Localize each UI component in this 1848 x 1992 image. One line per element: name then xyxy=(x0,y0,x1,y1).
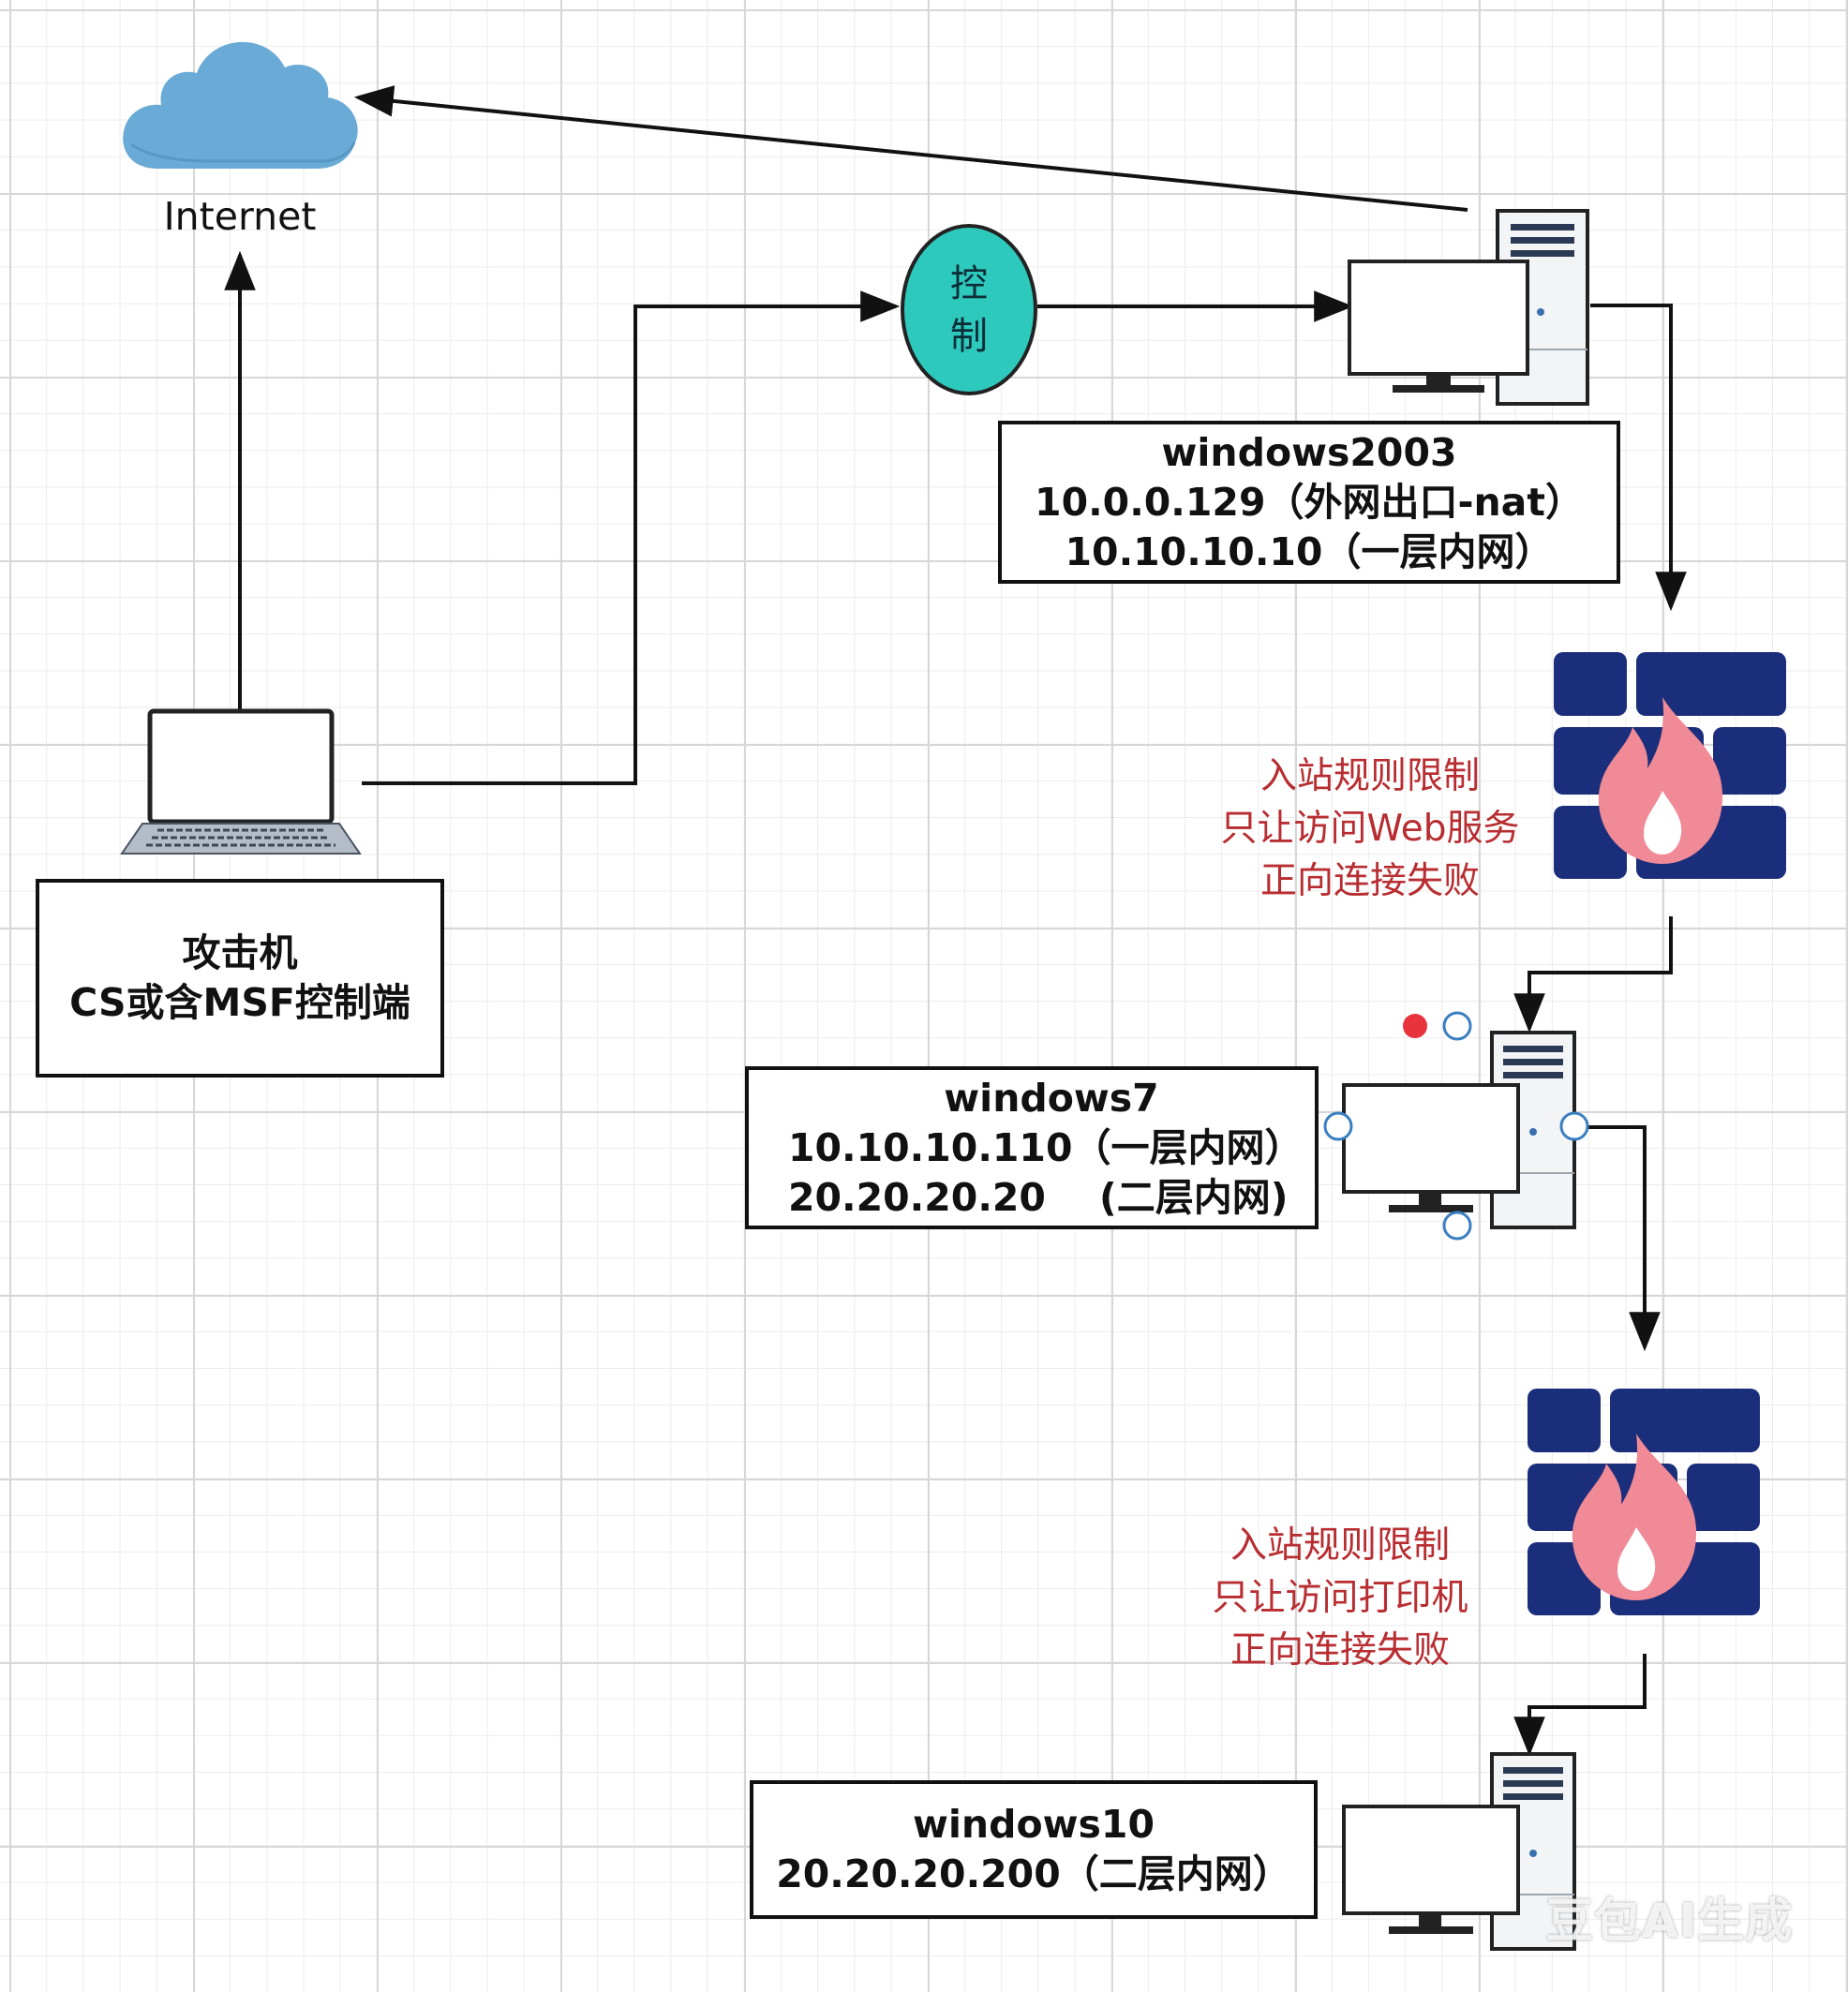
win2003-hostname: windows2003 xyxy=(1161,429,1457,475)
watermark: 豆包AI生成 xyxy=(1546,1894,1794,1948)
control-node[interactable]: 控 制 xyxy=(901,224,1037,395)
firewall1-note-line3: 正向连接失败 xyxy=(1259,860,1480,902)
arrow-win2003-to-internet xyxy=(353,85,1468,212)
firewall-icon xyxy=(1554,652,1786,879)
arrow-firewall1-to-win7 xyxy=(1513,916,1673,1033)
win7-info-box: windows7 10.10.10.110（一层内网） 20.20.20.20 … xyxy=(745,1066,1319,1229)
control-label-line2: 制 xyxy=(950,314,988,358)
attacker-title: 攻击机 xyxy=(182,930,298,975)
arrow-win2003-to-firewall1 xyxy=(1590,304,1687,612)
arrow-attacker-to-control xyxy=(362,290,901,785)
arrow-firewall2-to-win10 xyxy=(1513,1654,1647,1757)
win7-hostname: windows7 xyxy=(944,1075,1159,1121)
attacker-subtitle: CS或含MSF控制端 xyxy=(69,980,410,1025)
win10-ip: 20.20.20.200（二层内网） xyxy=(776,1851,1291,1896)
firewall2-note-line2: 只让访问打印机 xyxy=(1212,1577,1468,1619)
win10-hostname: windows10 xyxy=(913,1802,1155,1847)
control-label-line1: 控 xyxy=(950,261,988,305)
win2003-info-box: windows2003 10.0.0.129（外网出口-nat） 10.10.1… xyxy=(998,421,1620,584)
desktop-computer-icon[interactable] xyxy=(1346,209,1591,406)
desktop-computer-icon[interactable] xyxy=(1340,1752,1586,1953)
firewall1-note-line2: 只让访问Web服务 xyxy=(1220,808,1520,850)
win2003-ip-external: 10.0.0.129（外网出口-nat） xyxy=(1035,479,1584,525)
win7-ip-layer1: 10.10.10.110（一层内网） xyxy=(788,1124,1304,1170)
win7-ip-layer2: 20.20.20.20 (二层内网) xyxy=(788,1174,1289,1220)
firewall2-note: 入站规则限制 只让访问打印机 正向连接失败 xyxy=(1153,1520,1528,1677)
internet-label: Internet xyxy=(163,194,317,239)
win10-info-box: windows10 20.20.20.200（二层内网） xyxy=(750,1780,1318,1919)
arrow-win7-to-firewall2 xyxy=(1574,1125,1661,1352)
cloud-icon xyxy=(123,41,358,169)
win2003-ip-internal: 10.10.10.10（一层内网） xyxy=(1065,528,1554,574)
firewall2-note-line3: 正向连接失败 xyxy=(1230,1629,1450,1672)
firewall2-note-line1: 入站规则限制 xyxy=(1230,1524,1450,1567)
attacker-info-box: 攻击机 CS或含MSF控制端 xyxy=(36,879,444,1078)
laptop-icon[interactable] xyxy=(120,707,362,857)
firewall1-note: 入站规则限制 只让访问Web服务 正向连接失败 xyxy=(1183,751,1557,908)
firewall1-note-line1: 入站规则限制 xyxy=(1259,755,1480,797)
firewall-icon xyxy=(1528,1389,1760,1615)
selection-handles[interactable] xyxy=(1321,1007,1602,1251)
